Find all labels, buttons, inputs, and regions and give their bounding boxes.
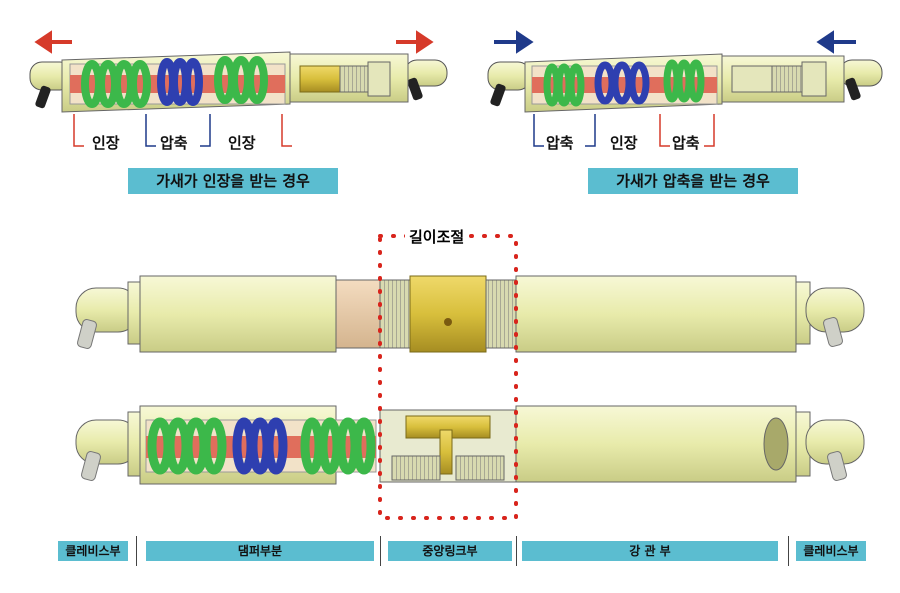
green-spring-right [214, 56, 268, 104]
green-spring-left [81, 60, 151, 108]
green-spring-right-b [663, 59, 705, 103]
label-compression-center: 압축 [160, 134, 188, 152]
part-steel-tube: 강 관 부 [522, 541, 778, 561]
blue-spring [157, 58, 203, 106]
part-separator [788, 536, 789, 566]
brace-cutaway [75, 405, 865, 485]
length-adjust-label: 길이조절 [405, 226, 469, 247]
label-tension-left: 인장 [92, 134, 120, 152]
part-clevis-left: 클레비스부 [58, 541, 128, 561]
brace-exterior [75, 275, 865, 353]
tension-arrows [34, 30, 434, 54]
part-separator [136, 536, 137, 566]
part-separator [516, 536, 517, 566]
top-left-brace [29, 30, 448, 147]
green-spring-left-b [543, 63, 585, 107]
cutaway-green-spring-right [300, 417, 376, 475]
label-compression-left: 압축 [546, 134, 574, 152]
part-damper: 댐퍼부분 [146, 541, 374, 561]
part-separator [380, 536, 381, 566]
cutaway-blue-spring [232, 417, 288, 475]
label-tension-right: 인장 [228, 134, 256, 152]
label-compression-right: 압축 [672, 134, 700, 152]
caption-tension-case: 가새가 인장을 받는 경우 [128, 168, 338, 194]
top-right-brace [487, 30, 883, 147]
blue-spring-b [594, 61, 650, 105]
part-center-link: 중앙링크부 [388, 541, 512, 561]
caption-compression-case: 가새가 압축을 받는 경우 [588, 168, 798, 194]
compression-arrows [494, 30, 856, 54]
part-clevis-right: 클레비스부 [796, 541, 866, 561]
label-tension-center: 인장 [610, 134, 638, 152]
cutaway-green-spring-left [147, 417, 227, 475]
